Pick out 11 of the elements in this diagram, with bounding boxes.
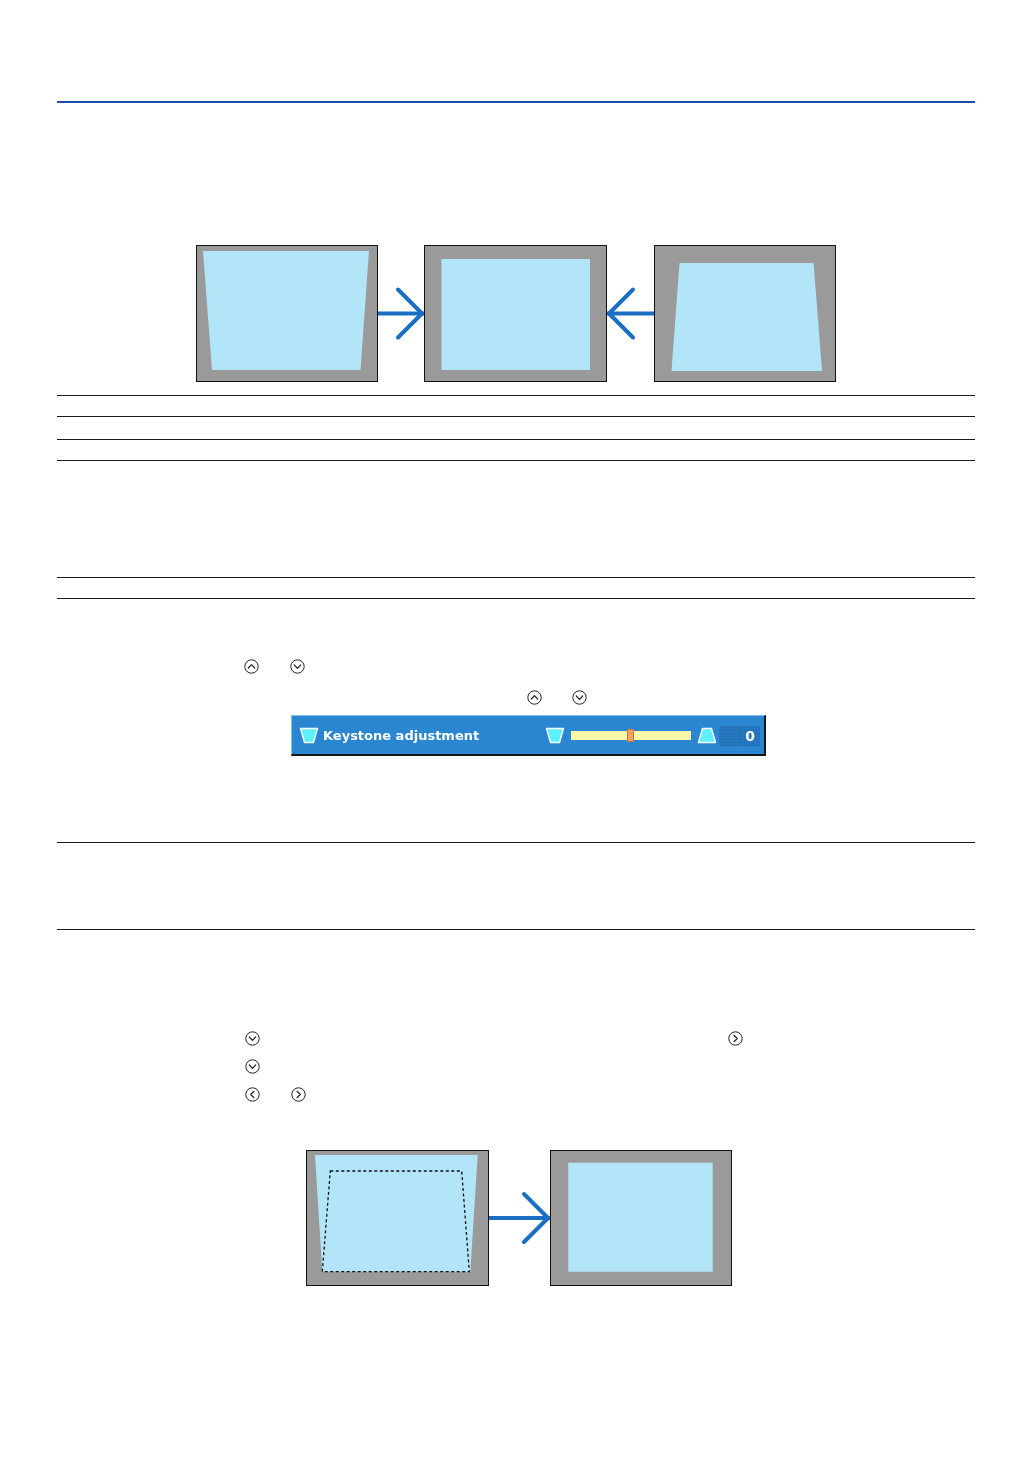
value-readout: 0 [719, 726, 760, 746]
arrow [489, 1192, 550, 1244]
rectangular-screen-drawing [424, 245, 607, 382]
trapezoid-screen-drawing [654, 245, 836, 382]
trapezoid-screen-drawing [196, 245, 378, 382]
menu-item-label: Keystone adjustment [323, 727, 480, 744]
rectangular-screen-drawing [550, 1150, 732, 1286]
arrow [378, 287, 424, 340]
arrow [607, 287, 654, 340]
trapezoid-screen-drawing [306, 1150, 489, 1286]
menu-bar [291, 715, 766, 756]
